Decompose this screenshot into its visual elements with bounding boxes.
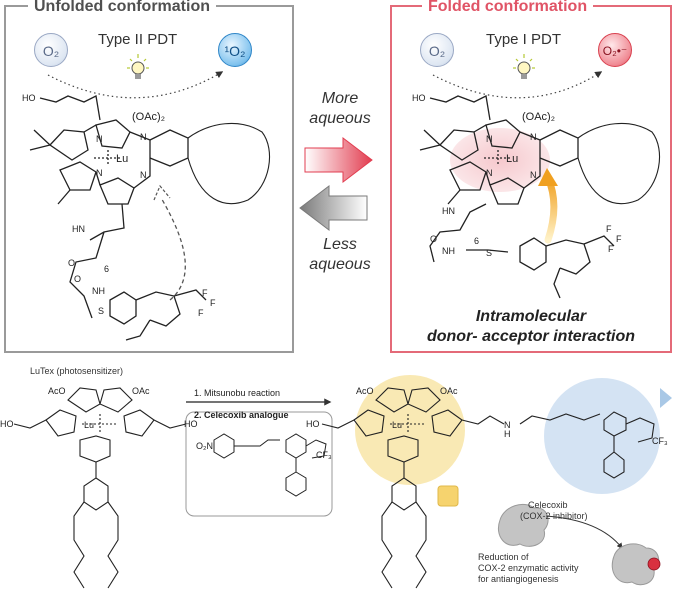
acetoxy-label: AcO bbox=[48, 386, 66, 396]
less-aqueous-line-2: aqueous bbox=[309, 256, 371, 273]
type-ii-dotted-arc bbox=[47, 71, 224, 99]
lutetium-atom-right: Lu bbox=[506, 153, 518, 165]
diacetate-label-left: (OAc)₂ bbox=[132, 111, 165, 123]
result-line-1: Reduction of bbox=[478, 552, 529, 562]
yellow-square-marker bbox=[437, 485, 459, 507]
nitrogen-atom: N bbox=[96, 168, 103, 178]
superoxide-molecule: O₂•⁻ bbox=[598, 33, 632, 67]
carbonyl-o-left: O bbox=[68, 258, 75, 268]
sulfur-atom-right: S bbox=[486, 248, 492, 258]
nitrogen-atom: N bbox=[140, 170, 147, 180]
ester-o-left: O bbox=[74, 274, 81, 284]
hydroxyl-label: HO bbox=[306, 419, 320, 429]
nitrogen-atom: N bbox=[486, 168, 493, 178]
nitrogen-atom: N bbox=[530, 132, 537, 142]
celecoxib-analogue-structure bbox=[213, 433, 327, 497]
celecoxib-highlight bbox=[544, 378, 660, 494]
nitrogen-atom: N bbox=[96, 134, 103, 144]
macrocycle-core-tint bbox=[450, 128, 550, 192]
lutetium-atom-conjugate: Lu bbox=[392, 420, 402, 430]
result-line-3: for antiangiogenesis bbox=[478, 574, 559, 584]
nitrogen-atom: N bbox=[530, 170, 537, 180]
type-ii-pdt-label: Type II PDT bbox=[98, 31, 178, 48]
cox2-enzyme-icon bbox=[498, 504, 549, 547]
fluorine-atom-left: F bbox=[202, 288, 208, 298]
step-1-label: 1. Mitsunobu reaction bbox=[194, 388, 281, 398]
inhibition-arrow bbox=[545, 515, 623, 549]
fluorine-atom-right: F bbox=[608, 244, 614, 254]
more-aqueous-line-1: More bbox=[321, 90, 359, 107]
nitrogen-atom: N bbox=[140, 132, 147, 142]
lightbulb-icon bbox=[513, 54, 535, 79]
celecoxib-label: Celecoxib bbox=[528, 500, 568, 510]
donor-acceptor-arrow bbox=[544, 174, 558, 244]
fluorine-atom-left: F bbox=[210, 298, 216, 308]
oxygen-molecule-left: O₂ bbox=[34, 33, 68, 67]
lutex-label: LuTex (photosensitizer) bbox=[30, 366, 124, 376]
lutetium-atom-lutex: Lu bbox=[84, 420, 94, 430]
fluorine-atom-left: F bbox=[198, 308, 204, 318]
fluorine-atom-right: F bbox=[616, 234, 622, 244]
nitro-label: O₂N bbox=[196, 441, 213, 451]
fluorine-atom-right: F bbox=[606, 224, 612, 234]
nitrogen-atom: N bbox=[486, 134, 493, 144]
acetoxy-label: AcO bbox=[356, 386, 374, 396]
diacetate-label-right: (OAc)₂ bbox=[522, 111, 555, 123]
amide-nh-right: HN bbox=[442, 206, 455, 216]
sulfonamide-nh-right: NH bbox=[442, 246, 455, 256]
hydroxyl-label: HO bbox=[184, 419, 198, 429]
less-aqueous-arrow bbox=[299, 184, 368, 232]
step-2-label: 2. Celecoxib analogue bbox=[194, 410, 289, 420]
texaphyrin-left bbox=[29, 95, 271, 341]
hydroxyl-label-left: HO bbox=[22, 93, 36, 103]
unfolded-title: Unfolded conformation bbox=[28, 0, 216, 17]
left-dashed-arrow bbox=[159, 195, 186, 301]
chain-index-left: 6 bbox=[104, 264, 109, 274]
lightbulb-icon bbox=[127, 54, 149, 79]
reagent-box bbox=[185, 411, 333, 517]
type-i-dotted-arc bbox=[432, 71, 603, 99]
amide-n: N bbox=[504, 420, 511, 430]
oxygen-molecule-right: O₂ bbox=[420, 33, 454, 67]
more-aqueous-line-2: aqueous bbox=[309, 110, 371, 127]
sulfur-atom-left: S bbox=[98, 306, 104, 316]
inhibitor-dot bbox=[647, 557, 661, 571]
interaction-line-1: Intramolecular bbox=[475, 308, 587, 325]
celecoxib-subtitle: (COX-2 inhibitor) bbox=[520, 511, 588, 521]
acetoxy-label: OAc bbox=[132, 386, 150, 396]
texaphyrin-right bbox=[419, 95, 661, 299]
blue-triangle-marker bbox=[660, 388, 672, 408]
singlet-oxygen-molecule: ¹O₂ bbox=[218, 33, 252, 67]
folded-title: Folded conformation bbox=[422, 0, 594, 17]
interaction-line-2: donor- acceptor interaction bbox=[426, 328, 636, 345]
ester-o-right: O bbox=[430, 234, 437, 244]
amide-h: H bbox=[504, 429, 511, 439]
conjugate-structure bbox=[321, 387, 655, 589]
reagent-cf3-label: CF₃ bbox=[316, 450, 332, 460]
amide-nh-left: HN bbox=[72, 224, 85, 234]
hydroxyl-label-right: HO bbox=[412, 93, 426, 103]
lutetium-atom-left: Lu bbox=[116, 153, 128, 165]
lutex-structure bbox=[13, 387, 187, 589]
less-aqueous-line-1: Less bbox=[323, 236, 357, 253]
type-i-pdt-label: Type I PDT bbox=[486, 31, 562, 48]
sulfonamide-nh-left: NH bbox=[92, 286, 105, 296]
product-cf3-label: CF₃ bbox=[652, 436, 668, 446]
hydroxyl-label: HO bbox=[0, 419, 14, 429]
more-aqueous-arrow bbox=[304, 136, 373, 184]
result-line-2: COX-2 enzymatic activity bbox=[478, 563, 579, 573]
acetoxy-label: OAc bbox=[440, 386, 458, 396]
chain-index-right: 6 bbox=[474, 236, 479, 246]
